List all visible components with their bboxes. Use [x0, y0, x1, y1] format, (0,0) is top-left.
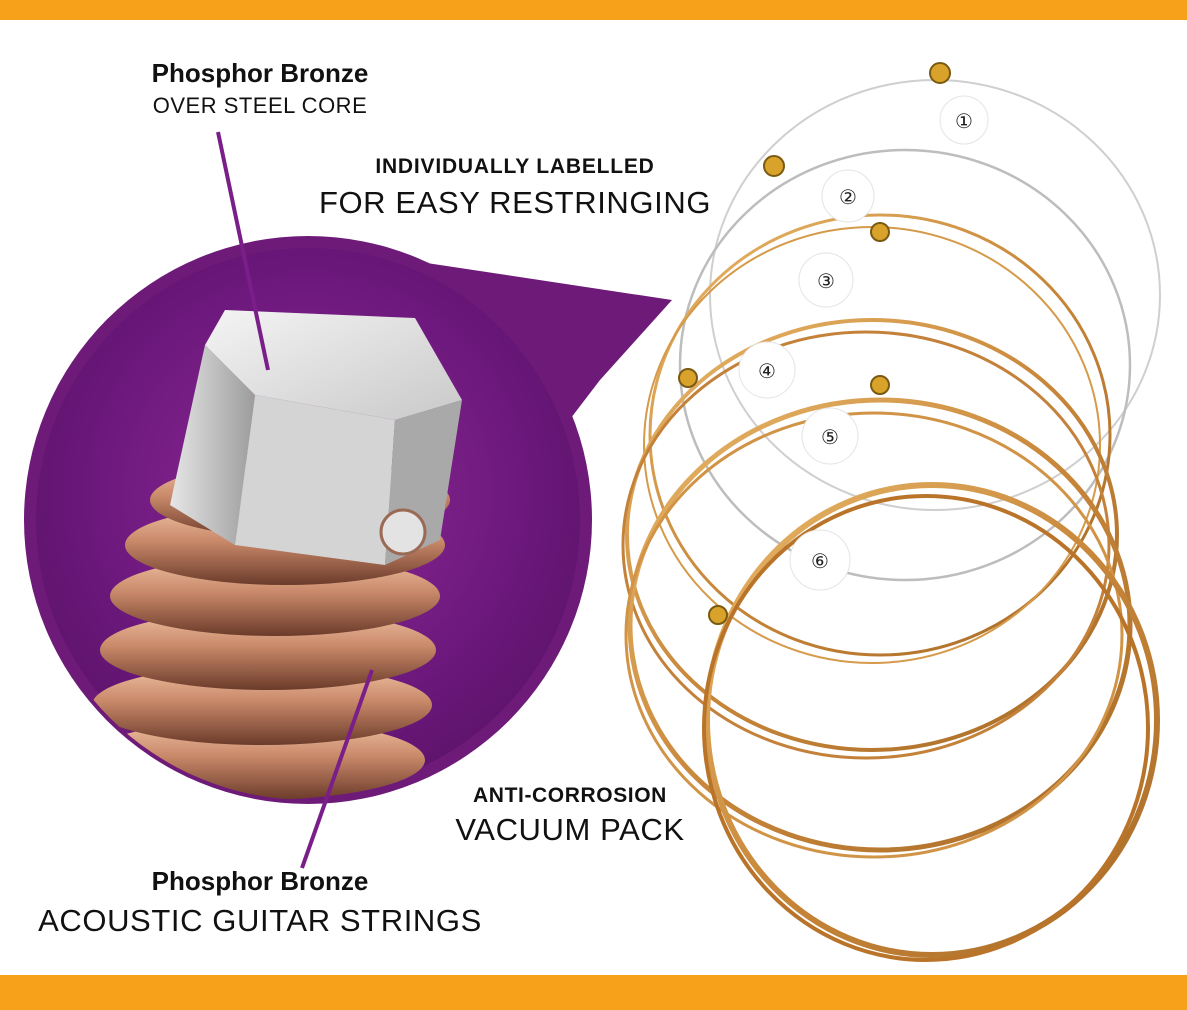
tag-6	[789, 529, 851, 591]
pack-caption: ANTI-CORROSION VACUUM PACK	[420, 784, 720, 848]
tag-4-label: ④	[758, 359, 776, 383]
string-coil-5b	[624, 411, 1124, 859]
pack-caption-title: ANTI-CORROSION	[473, 784, 667, 807]
labelled-caption: INDIVIDUALLY LABELLED FOR EASY RESTRINGI…	[300, 155, 730, 221]
ball-end-icon	[763, 155, 785, 177]
tag-5-label: ⑤	[821, 425, 839, 449]
tag-4	[738, 341, 796, 399]
tag-1-label: ①	[955, 109, 973, 133]
string-coil-3	[648, 213, 1112, 657]
tag-1	[939, 95, 989, 145]
ball-ends	[678, 62, 951, 625]
ball-end-icon	[929, 62, 951, 84]
string-coil-6b	[702, 494, 1150, 962]
string-coil-4b	[621, 330, 1111, 760]
string-coil-1	[709, 79, 1161, 511]
string-tags: ① ② ③ ④ ⑤ ⑥	[738, 95, 989, 591]
ball-end-icon	[708, 605, 728, 625]
coiled-strings	[621, 79, 1161, 962]
steel-core-top	[205, 310, 462, 420]
labelled-caption-subtitle: FOR EASY RESTRINGING	[318, 185, 712, 220]
string-coil-2	[678, 148, 1132, 582]
pointer-line-core	[216, 131, 270, 371]
string-coil-5	[627, 397, 1133, 853]
tag-5	[801, 407, 859, 465]
pointer-line-winding	[300, 669, 374, 869]
tag-6-label: ⑥	[811, 549, 829, 573]
bottom-accent-bar	[0, 975, 1187, 1010]
ball-end-icon	[870, 375, 890, 395]
string-coil-4	[625, 318, 1119, 752]
tag-2-label: ②	[839, 185, 857, 209]
steel-core-front	[235, 395, 395, 565]
tag-3-label: ③	[817, 269, 835, 293]
tag-2	[821, 169, 875, 223]
core-caption-subtitle: OVER STEEL CORE	[152, 93, 368, 118]
core-caption: Phosphor Bronze OVER STEEL CORE	[60, 58, 460, 119]
ball-end-icon	[678, 368, 698, 388]
labelled-caption-title: INDIVIDUALLY LABELLED	[375, 155, 655, 178]
ball-end-icon	[870, 222, 890, 242]
steel-core-side	[170, 345, 255, 545]
strings-caption: Phosphor Bronze ACOUSTIC GUITAR STRINGS	[20, 866, 500, 939]
wire-end	[379, 508, 427, 556]
core-caption-title: Phosphor Bronze	[151, 58, 369, 88]
pack-caption-subtitle: VACUUM PACK	[455, 812, 685, 847]
top-accent-bar	[0, 0, 1187, 20]
tag-3	[798, 252, 854, 308]
string-coil-6	[704, 482, 1160, 958]
strings-caption-title: Phosphor Bronze	[151, 866, 369, 896]
strings-caption-subtitle: ACOUSTIC GUITAR STRINGS	[38, 903, 482, 938]
